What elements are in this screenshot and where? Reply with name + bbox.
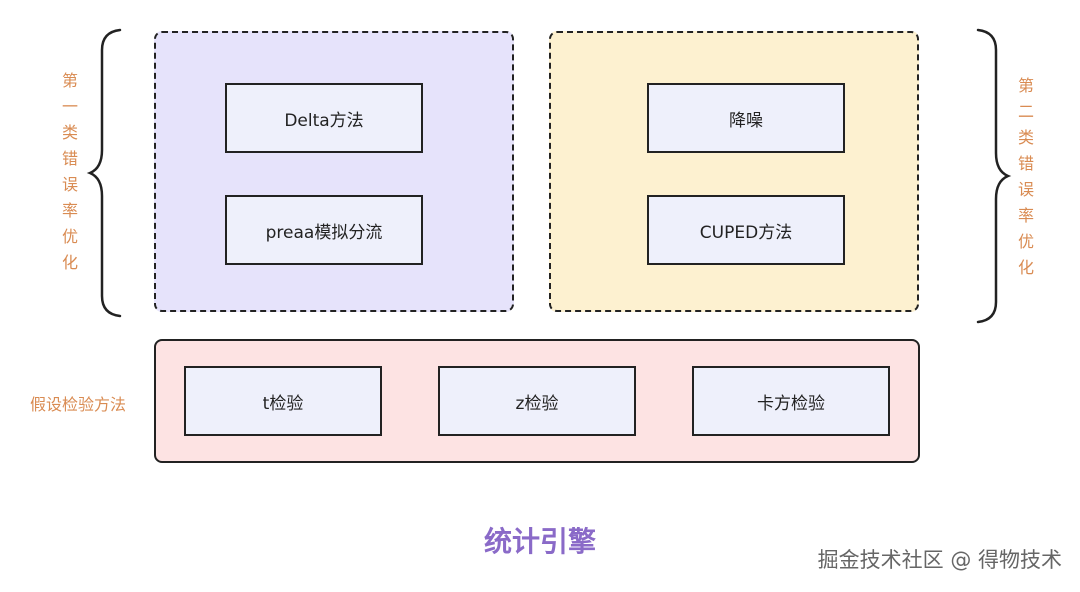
z-test-node: z检验 xyxy=(438,366,636,436)
left-brace xyxy=(86,28,122,318)
preaa-simulation-node: preaa模拟分流 xyxy=(225,195,423,265)
delta-method-node: Delta方法 xyxy=(225,83,423,153)
hypothesis-test-label: 假设检验方法 xyxy=(30,395,127,414)
right-brace xyxy=(976,28,1012,324)
t-test-node: t检验 xyxy=(184,366,382,436)
cuped-method-node: CUPED方法 xyxy=(647,195,845,265)
type2-error-label: 第二类错误率优化 xyxy=(1017,76,1034,277)
type1-error-label: 第一类错误率优化 xyxy=(61,71,78,272)
type2-optimization-panel xyxy=(549,31,919,312)
noise-reduction-node: 降噪 xyxy=(647,83,845,153)
type1-optimization-panel xyxy=(154,31,514,312)
chi-square-test-node: 卡方检验 xyxy=(692,366,890,436)
diagram-title: 统计引擎 xyxy=(483,525,596,558)
watermark: 掘金技术社区 @ 得物技术 xyxy=(817,548,1062,572)
